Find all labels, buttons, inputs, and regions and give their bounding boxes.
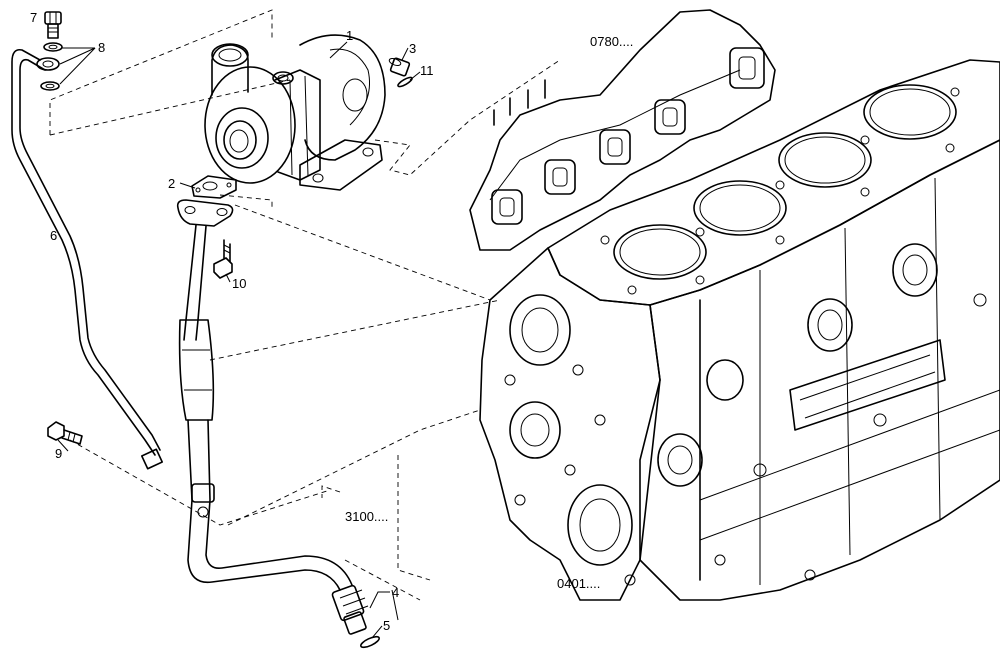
callout-11-label: 11 [420,63,434,78]
reference-oil-return-label: 3100.... [345,509,388,524]
callout-leader-lines [57,41,421,639]
sealing-washers-part [36,42,63,91]
assembly-dashed-lines [49,9,561,601]
exhaust-manifold-part [469,9,776,251]
engine-block-part [479,59,1000,601]
oil-feed-pipe-part [11,48,164,470]
return-o-ring-part [360,635,380,649]
callout-1-label: 1 [346,28,353,43]
callout-10-label: 10 [232,276,246,291]
o-ring-part [397,76,413,88]
callout-8-label: 8 [98,40,105,55]
sleeve-part [388,57,411,77]
callout-9-label: 9 [55,446,62,461]
banjo-bolt-part [44,11,62,39]
callout-4-label: 4 [392,585,399,600]
reference-exhaust-manifold-label: 0780.... [590,34,633,49]
callout-7-label: 7 [30,10,37,25]
flange-bolt-part [213,239,233,279]
gasket-part [191,175,237,199]
callout-3-label: 3 [409,41,416,56]
callout-2-label: 2 [168,176,175,191]
turbocharger-part [204,34,386,191]
callout-6-label: 6 [50,228,57,243]
reference-engine-block-label: 0401.... [557,576,600,591]
oil-return-pipe-part [176,199,369,635]
callout-5-label: 5 [383,618,390,633]
bolt-part [47,421,83,445]
callout-labels: 1 2 3 4 5 6 7 8 9 10 11 0780.... 0401...… [30,10,633,633]
